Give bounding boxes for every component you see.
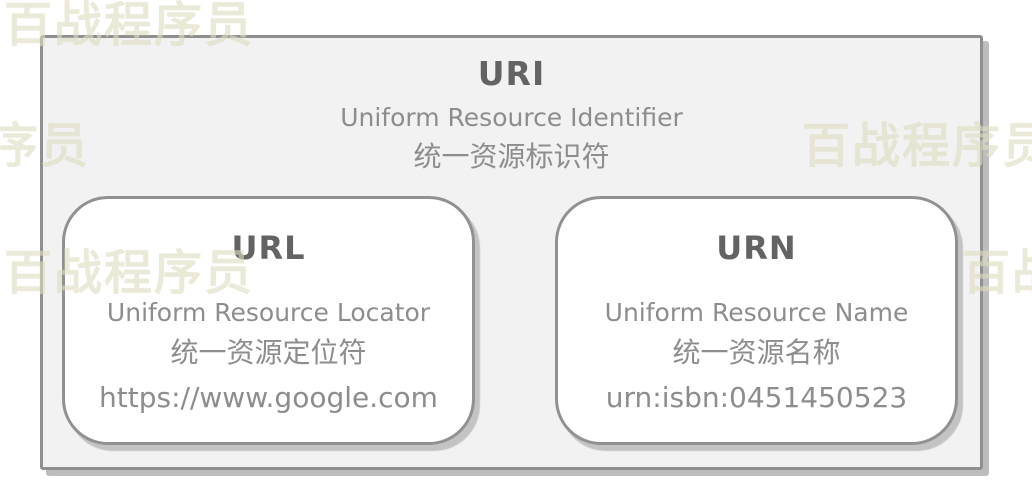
uri-container-box: URI Uniform Resource Identifier 统一资源标识符 … [40, 35, 983, 470]
url-example: https://www.google.com [99, 381, 438, 414]
uri-subtitle-english: Uniform Resource Identifier [340, 103, 683, 132]
uri-title: URI [477, 54, 546, 93]
urn-subtitle-english: Uniform Resource Name [604, 298, 909, 327]
url-title: URL [231, 229, 306, 267]
urn-box: URN Uniform Resource Name 统一资源名称 urn:isb… [555, 196, 958, 445]
urn-example: urn:isbn:0451450523 [605, 381, 908, 414]
url-subtitle-chinese: 统一资源定位符 [170, 336, 367, 369]
url-box: URL Uniform Resource Locator 统一资源定位符 htt… [62, 196, 475, 445]
urn-title: URN [716, 229, 797, 267]
urn-subtitle-chinese: 统一资源名称 [672, 336, 841, 369]
uri-subtitle-chinese: 统一资源标识符 [413, 140, 610, 173]
url-subtitle-english: Uniform Resource Locator [106, 298, 431, 327]
